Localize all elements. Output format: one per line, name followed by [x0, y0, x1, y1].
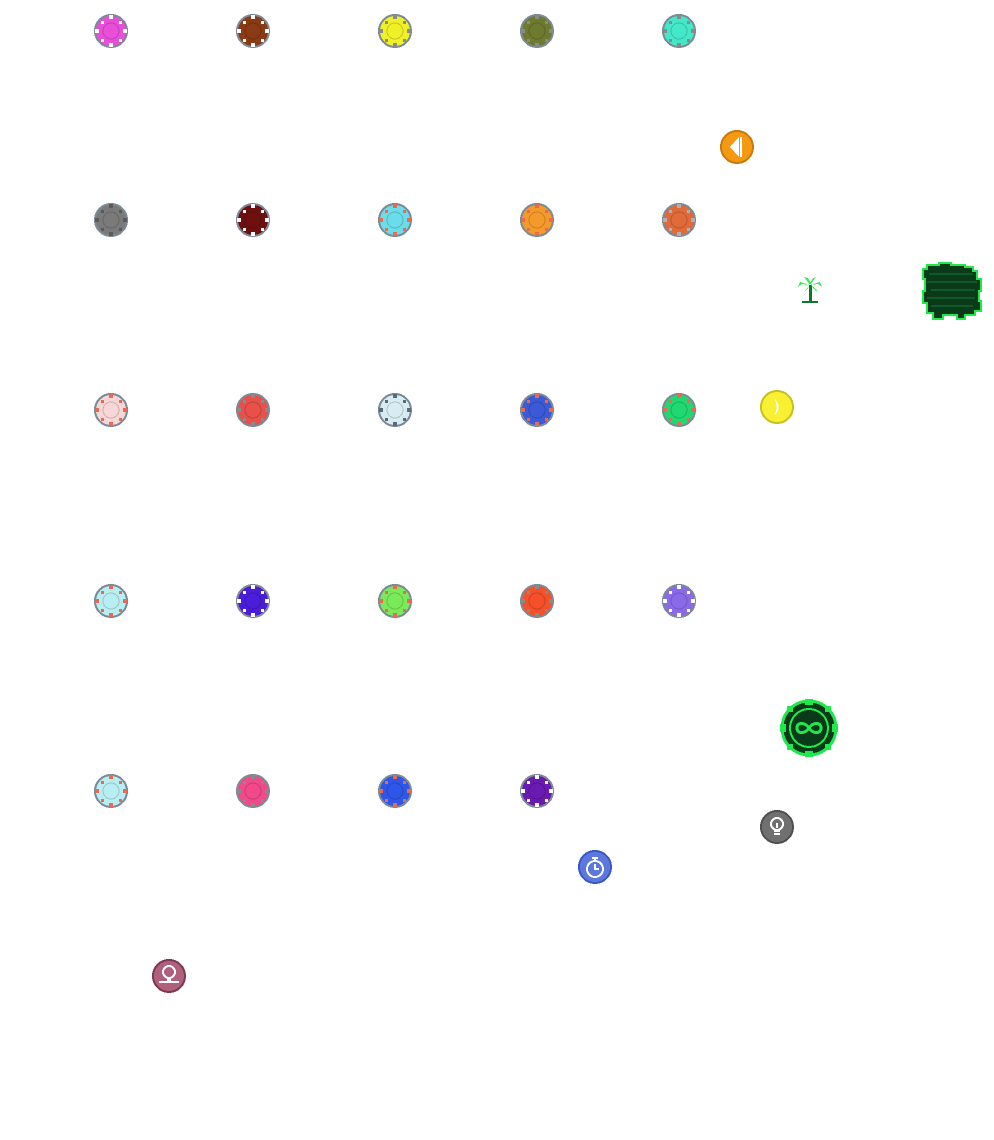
chip-yellow-icon[interactable] — [377, 13, 413, 49]
chip-orange-red-icon[interactable] — [519, 583, 555, 619]
chip-lavender-icon[interactable] — [661, 583, 697, 619]
chip-green-icon[interactable] — [661, 392, 697, 428]
chip-maroon-icon[interactable] — [235, 202, 271, 238]
chip-gray-icon[interactable] — [93, 202, 129, 238]
chip-royal-blue-icon[interactable] — [519, 392, 555, 428]
chip-pink-icon[interactable] — [235, 773, 271, 809]
chip-rust-icon[interactable] — [661, 202, 697, 238]
moon-icon[interactable] — [759, 389, 795, 425]
chip-lime-icon[interactable] — [377, 583, 413, 619]
arrow-left-icon[interactable] — [719, 129, 755, 165]
chip-pale-blue-icon[interactable] — [377, 392, 413, 428]
chip-purple-icon[interactable] — [519, 773, 555, 809]
stopwatch-icon[interactable] — [577, 849, 613, 885]
chip-pale-pink-icon[interactable] — [93, 392, 129, 428]
lightbulb-icon[interactable] — [759, 809, 795, 845]
chip-cyan-icon[interactable] — [377, 202, 413, 238]
chip-olive-icon[interactable] — [519, 13, 555, 49]
chip-blue-icon[interactable] — [377, 773, 413, 809]
chip-orange-icon[interactable] — [519, 202, 555, 238]
chip-violet-icon[interactable] — [235, 583, 271, 619]
infinity-icon[interactable] — [779, 698, 839, 758]
chip-aqua-icon[interactable] — [661, 13, 697, 49]
chip-light-cyan-icon[interactable] — [93, 583, 129, 619]
bush-icon[interactable] — [921, 261, 983, 321]
chip-red-icon[interactable] — [235, 392, 271, 428]
chip-brown-icon[interactable] — [235, 13, 271, 49]
palm-sprout-icon[interactable] — [794, 273, 826, 305]
chip-magenta-icon[interactable] — [93, 13, 129, 49]
chip-light-cyan-2-icon[interactable] — [93, 773, 129, 809]
omega-icon[interactable] — [151, 958, 187, 994]
